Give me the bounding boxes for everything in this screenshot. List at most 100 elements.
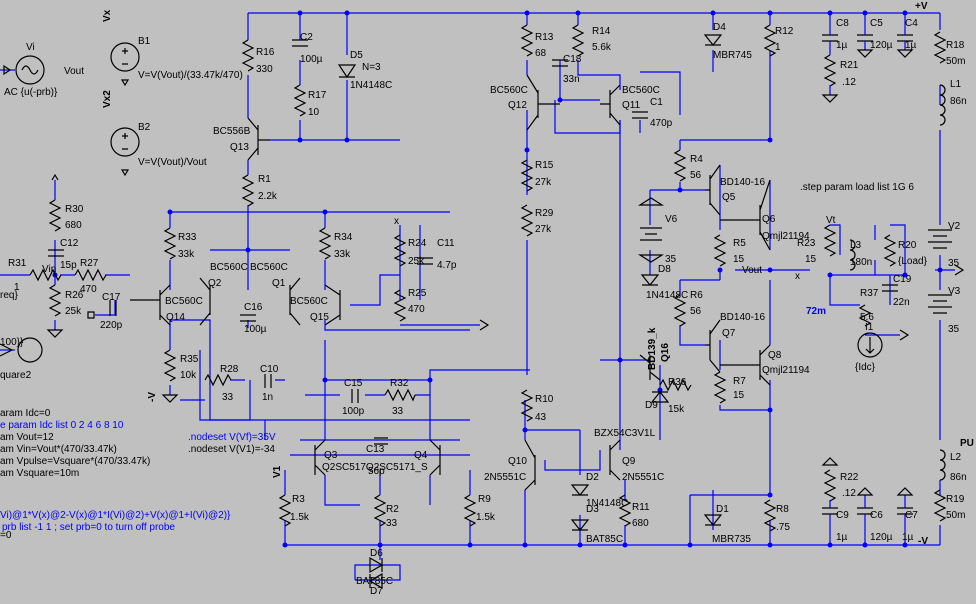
- label-r15: R15: [535, 160, 554, 171]
- capacitor-c10: [264, 374, 272, 388]
- label-p4: am Vin=Vout*(470/33.47k): [0, 444, 117, 455]
- label-c7: C7: [905, 510, 918, 521]
- transistor-q13: [247, 117, 270, 161]
- label-r12: R12: [775, 26, 794, 37]
- label-c18: C18: [563, 54, 582, 65]
- label-c5: C5: [870, 18, 883, 29]
- label-q34v: Q2SC517Q2SC5171_S: [322, 462, 428, 473]
- label-prb: prb list -1 1 ; set prb=0 to turn off pr…: [2, 522, 175, 533]
- battery-v2: [928, 229, 952, 249]
- label-q16: Q16: [660, 343, 671, 362]
- label-c12v: 15p: [60, 260, 77, 271]
- resistor-r3: [278, 494, 292, 527]
- label-r19v: 50m: [946, 510, 965, 521]
- label-r15v: 27k: [535, 177, 552, 188]
- label-c10v: 1n: [262, 392, 273, 403]
- label-p2: e param Idc list 0 2 4 6 8 10: [0, 420, 124, 431]
- label-r37: R37: [860, 288, 879, 299]
- label-vin: Vin: [42, 264, 56, 275]
- label-q11: Q11: [622, 100, 641, 111]
- label-mj8: Qmjl21194: [762, 365, 810, 376]
- label-c8v: 1µ: [836, 40, 848, 51]
- label-meas: Vi)@1*V(x)@2-V(x)@1*I(Vi)@2)+V(x)@1+I(Vi…: [0, 510, 231, 521]
- label-r8v: .75: [776, 522, 790, 533]
- capacitor-c18: [552, 59, 568, 67]
- label-q10: Q10: [508, 456, 527, 467]
- label-vx: Vx: [102, 9, 113, 22]
- inductor-l2: [939, 449, 946, 481]
- resistor-r18: [933, 31, 947, 64]
- label-r36v: 15k: [668, 404, 685, 415]
- label-r11v: 680: [632, 518, 649, 529]
- label-d2: D2: [586, 472, 599, 483]
- label-square2: quare2: [0, 370, 32, 381]
- label-vx2: Vx2: [102, 90, 113, 108]
- resistor-r7: [713, 371, 727, 404]
- label-c19v: 22n: [893, 297, 910, 308]
- resistor-r32: [384, 388, 416, 402]
- label-r5: R5: [733, 238, 746, 249]
- label-ac: AC {u(-prb)}: [4, 87, 58, 98]
- label-m72: 72m: [806, 306, 826, 317]
- label-r25v: 470: [408, 304, 425, 315]
- resistor-r33: [163, 227, 177, 260]
- transistor-q3: [314, 439, 326, 476]
- capacitor-c16: [240, 314, 256, 322]
- resistor-r5: [713, 234, 727, 267]
- resistor-r13: [520, 24, 534, 57]
- inductor-l1: [939, 84, 946, 126]
- label-bc560q1: BC560C: [250, 262, 288, 273]
- label-c10: C10: [260, 364, 279, 375]
- label-l2: L2: [950, 452, 962, 463]
- label-r23v: 15: [805, 254, 817, 265]
- transistor-q4: [429, 439, 441, 476]
- label-r26: R26: [65, 290, 84, 301]
- label-eq0: =0: [0, 530, 12, 541]
- resistor-r23: [823, 224, 837, 257]
- label-c16v: 100µ: [244, 324, 267, 335]
- label-v2v: 35: [948, 258, 960, 269]
- label-r32v: 33: [392, 406, 404, 417]
- inductors: [849, 84, 946, 481]
- resistor-r4: [673, 149, 687, 182]
- source-vi: [15, 55, 45, 85]
- label-r17: R17: [308, 90, 327, 101]
- current-source-i1: [857, 332, 883, 358]
- label-r25: R25: [408, 288, 427, 299]
- label-r31v: 1: [14, 282, 20, 293]
- diode-d8: [640, 274, 660, 286]
- label-c17v: 220p: [100, 320, 123, 331]
- label-q9v: 2N5551C: [622, 472, 664, 483]
- label-c4v: 1µ: [905, 40, 917, 51]
- label-r33v: 33k: [178, 249, 195, 260]
- capacitors: [48, 25, 913, 520]
- transistor-q6: [720, 179, 771, 251]
- label-v3v: 35: [948, 324, 960, 335]
- label-b1: B1: [138, 36, 151, 47]
- ground-c5-c4: [856, 49, 914, 58]
- label-r34: R34: [334, 232, 353, 243]
- resistor-r31: [29, 268, 62, 282]
- label-c16: C16: [244, 302, 263, 313]
- ground-bottom: [821, 457, 914, 496]
- label-r33: R33: [178, 232, 197, 243]
- label-c15: C15: [344, 378, 363, 389]
- resistor-r29: [520, 204, 534, 237]
- label-r7v: 15: [733, 390, 745, 401]
- label-vout: Vout: [64, 66, 84, 77]
- label-c13: C13: [366, 444, 385, 455]
- label-r1v: 2.2k: [258, 191, 278, 202]
- label-c9: C9: [836, 510, 849, 521]
- resistor-r15: [520, 159, 534, 192]
- flag-square: [0, 343, 14, 357]
- diode-d6: [369, 556, 384, 574]
- label-c9v: 1µ: [836, 532, 848, 543]
- label-bc560q15: BC560C: [290, 296, 328, 307]
- label-c1: C1: [650, 97, 663, 108]
- label-r10: R10: [535, 394, 554, 405]
- label-r18: R18: [946, 40, 965, 51]
- label-c15v: 100p: [342, 406, 365, 417]
- transistor-q5: [705, 164, 721, 216]
- label-pu: PU: [960, 438, 974, 449]
